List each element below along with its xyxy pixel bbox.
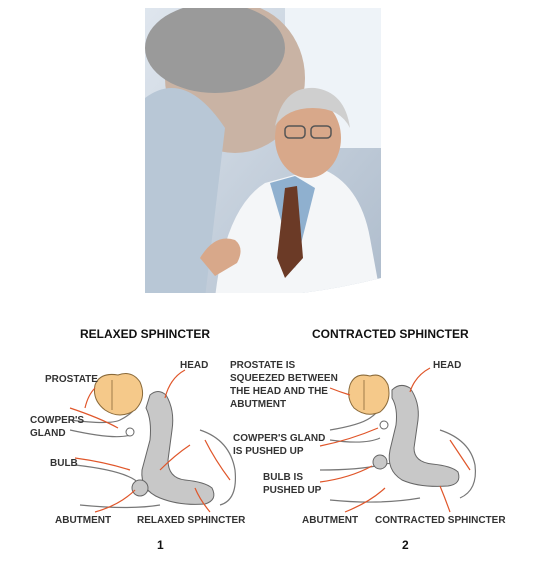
- panel2-label-prostate-4: ABUTMENT: [230, 399, 286, 410]
- panel2-label-prostate-1: PROSTATE IS: [230, 360, 296, 371]
- panel2-label-cowpers-2: IS PUSHED UP: [233, 446, 304, 457]
- doctor-patient-photo: [145, 8, 381, 293]
- panel2-label-head: HEAD: [433, 360, 461, 371]
- panel1-label-prostate: PROSTATE: [45, 374, 98, 385]
- panel1-anatomy: [69, 369, 237, 513]
- panel2-anatomy: [319, 367, 477, 513]
- panel1-label-cowpers-2: GLAND: [30, 428, 66, 439]
- panel2-label-bulb-2: PUSHED UP: [263, 485, 322, 496]
- panel2-number: 2: [402, 538, 409, 552]
- panel2-label-cowpers-1: COWPER'S GLAND: [233, 433, 325, 444]
- panel2-label-bulb-1: BULB IS: [263, 472, 303, 483]
- panel1-title: RELAXED SPHINCTER: [80, 327, 210, 341]
- panel1-label-head: HEAD: [180, 360, 208, 371]
- panel1-label-cowpers-1: COWPER'S: [30, 415, 84, 426]
- panel2-label-prostate-2: SQUEEZED BETWEEN: [230, 373, 338, 384]
- panel2-title: CONTRACTED SPHINCTER: [312, 327, 469, 341]
- panel2-label-sphincter: CONTRACTED SPHINCTER: [375, 515, 506, 526]
- panel1-label-bulb: BULB: [50, 458, 78, 469]
- panel1-label-abutment: ABUTMENT: [55, 515, 111, 526]
- panel1-number: 1: [157, 538, 164, 552]
- panel2-label-prostate-3: THE HEAD AND THE: [230, 386, 328, 397]
- panel1-label-sphincter: RELAXED SPHINCTER: [137, 515, 246, 526]
- panel2-label-abutment: ABUTMENT: [302, 515, 358, 526]
